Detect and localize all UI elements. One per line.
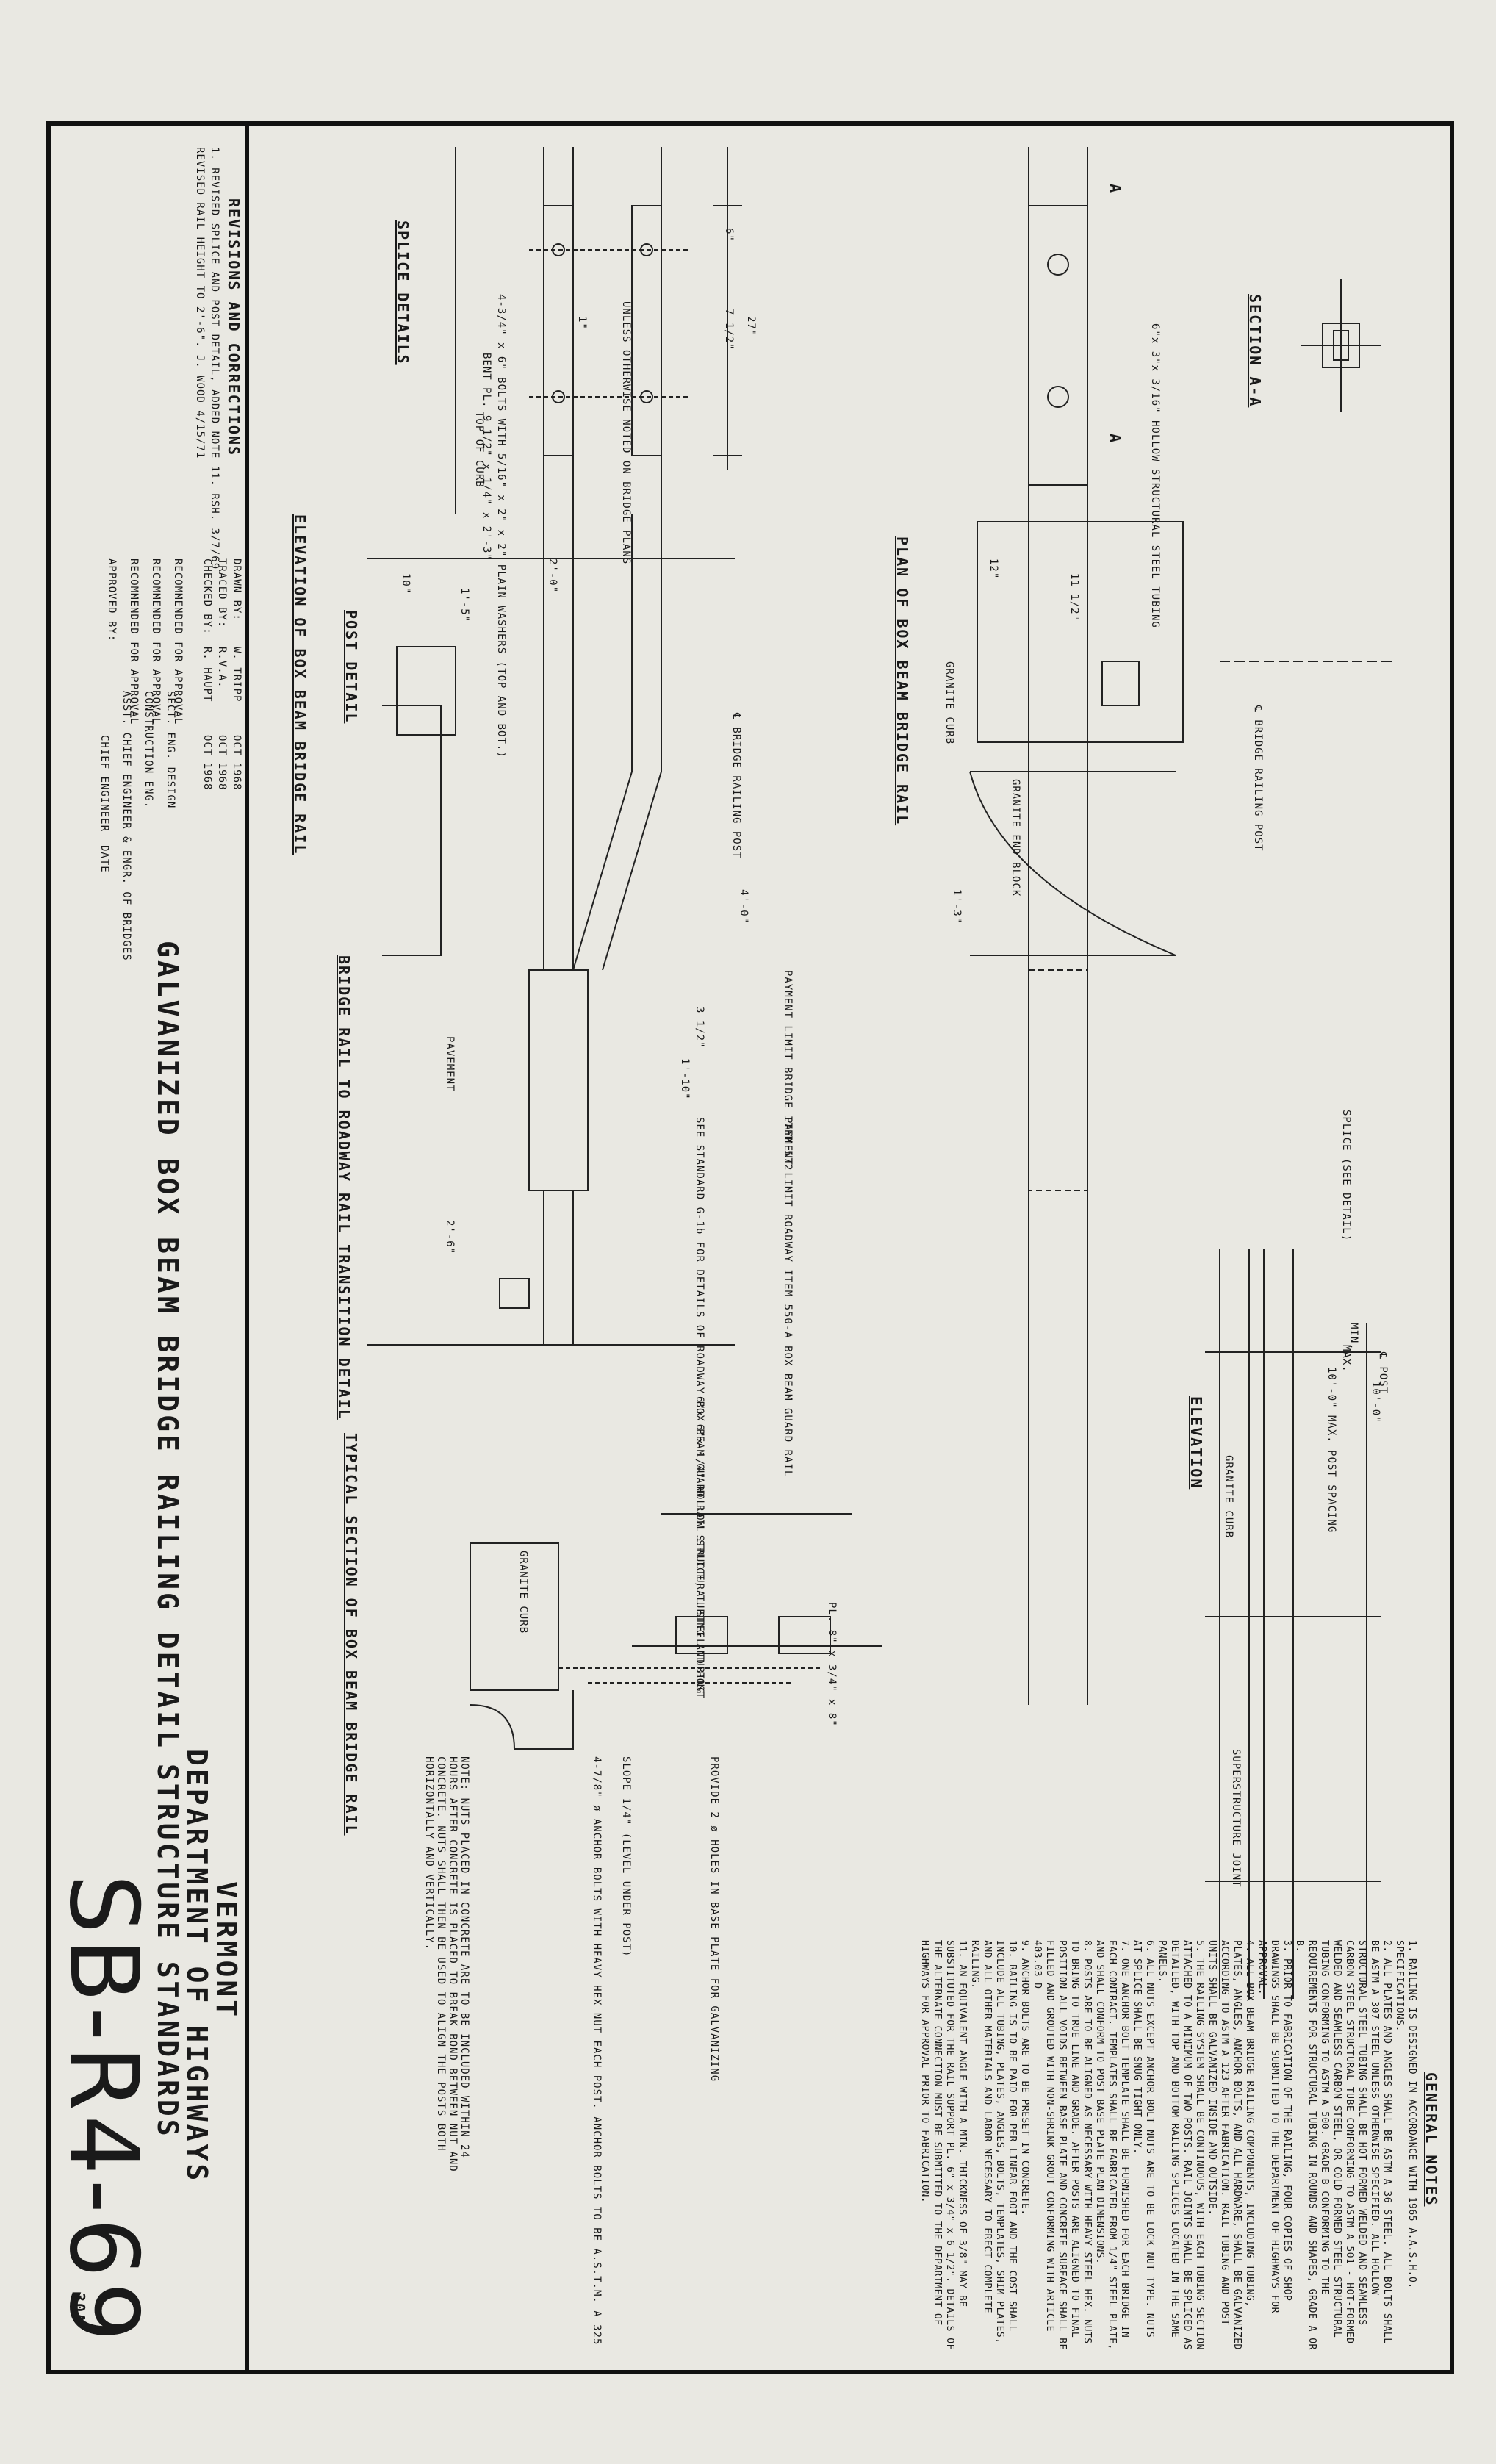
plan-drawing (969, 147, 1396, 1705)
dim-12: 12" (988, 558, 999, 580)
hollow-tubing-label-1: 6"x 3"x 3/16" HOLLOW STRUCTURAL STEEL TU… (1149, 323, 1161, 628)
approved-by-label: APPROVED BY: (106, 558, 118, 642)
section-a-mark: A (1107, 184, 1124, 195)
dim-2-6: 2'-6" (444, 1220, 456, 1255)
splice-details-title: SPLICE DETAILS (394, 220, 411, 365)
granite-end-block-label: GRANITE END BLOCK (1010, 779, 1021, 897)
general-notes-list: 1. RAILING IS DESIGNED IN ACCORDANCE WIT… (918, 1940, 1418, 2352)
agency-line-1: VERMONT (210, 1881, 242, 2020)
date-label: DATE (98, 845, 110, 873)
post-detail-title: POST DETAIL (342, 610, 360, 724)
dim-6: 6" (723, 228, 735, 242)
note-4: 4. ALL BOX BEAM BRIDGE RAILING COMPONENT… (1206, 1940, 1255, 2350)
dim-27: 27" (745, 316, 757, 337)
top-of-curb-label: TOP OF CURB (473, 412, 485, 488)
splice-bolts-label: 4-3/4" x 6" BOLTS WITH 5/16" x 2" x 2" P… (495, 294, 507, 758)
note-10: 10. RAILING IS TO BE PAID FOR PER LINEAR… (969, 1940, 1018, 2344)
dim-11: 11 1/2" (1068, 573, 1080, 622)
role-3: ASST. CHIEF ENGINEER & ENGR. OF BRIDGES (121, 691, 132, 961)
transition-drawing (367, 514, 735, 1346)
general-notes-heading: GENERAL NOTES (1423, 2072, 1440, 2207)
typical-section-drawing (470, 1513, 882, 1750)
cast-nut-note: NOTE: NUTS PLACED IN CONCRETE ARE TO BE … (423, 1756, 470, 2172)
granite-curb-label-2: GRANITE CURB (1223, 1455, 1234, 1539)
superstructure-joint-label: SUPERSTRUCTURE JOINT (1230, 1749, 1242, 1888)
dim-1: 1" (576, 316, 588, 330)
revision-1: 1. REVISED SPLICE AND POST DETAIL, ADDED… (209, 147, 220, 570)
pl-8-label: PL. 8" x 3/4" x 8" (826, 1602, 838, 1727)
note-7: 7. ONE ANCHOR BOLT TEMPLATE SHALL BE FUR… (1094, 1940, 1130, 2350)
bridge-railing-post-label: ℄ BRIDGE RAILING POST (1252, 705, 1264, 852)
plan-title: PLAN OF BOX BEAM BRIDGE RAIL (893, 536, 911, 826)
section-aa-title: SECTION A-A (1246, 294, 1264, 408)
section-aa-drawing (1301, 279, 1381, 412)
dim-3-5: 3 1/2" (694, 1007, 705, 1049)
checked-date: OCT 1968 (201, 735, 213, 791)
role-2: CONSTRUCTION ENG. (143, 691, 154, 809)
drawn-by: W. TRIPP (231, 647, 242, 703)
revisions-heading: REVISIONS AND CORRECTIONS (225, 198, 242, 457)
anchor-bolts-label: 4-7/8" ø ANCHOR BOLTS WITH HEAVY HEX NUT… (591, 1756, 603, 2346)
checked-by: R. HAUPT (201, 647, 213, 703)
note-5: 5. THE RAILING SYSTEM SHALL BE CONTINUOU… (1157, 1940, 1205, 2350)
pay-limit-2-label: PAYMENT LIMIT ROADWAY ITEM 550-A BOX BEA… (782, 1117, 794, 1478)
traced-by: R.V.A. (216, 647, 228, 689)
corner-mark: 30A (71, 2293, 88, 2324)
slope-label: SLOPE 1/4" (LEVEL UNDER POST) (620, 1756, 632, 1958)
role-4: CHIEF ENGINEER (98, 735, 110, 833)
dim-1-5: 1'-5" (458, 588, 470, 623)
drawn-by-label: DRAWN BY: (231, 558, 242, 621)
agency-line-2: DEPARTMENT OF HIGHWAYS (181, 1749, 213, 2184)
revision-2: REVISED RAIL HEIGHT TO 2'-6". J. WOOD 4/… (194, 147, 206, 459)
dim-4-0: 4'-0" (738, 889, 749, 924)
dim-2-0: 2'-0" (547, 558, 558, 594)
drawn-date: OCT 1968 (231, 735, 242, 791)
bridge-railing-post-label-2: ℄ BRIDGE RAILING POST (730, 713, 742, 859)
note-1: 1. RAILING IS DESIGNED IN ACCORDANCE WIT… (1394, 1940, 1417, 2289)
dim-7-5: 7 1/2" (723, 309, 735, 351)
note-2: 2. ALL PLATES AND ANGLES SHALL BE ASTM A… (1294, 1940, 1392, 2350)
note-11: 11. AN EQUIVALENT ANGLE WITH A MIN. THIC… (919, 1940, 968, 2350)
typical-section-title: TYPICAL SECTION OF BOX BEAM BRIDGE RAIL (342, 1433, 360, 1836)
drawing-title: GALVANIZED BOX BEAM BRIDGE RAILING DETAI… (151, 941, 184, 1750)
dim-10: 10" (400, 573, 411, 595)
note-8: 8. POSTS ARE TO BE ALIGNED AS NECESSARY … (1032, 1940, 1093, 2350)
elevation-box-title: ELEVATION OF BOX BEAM BRIDGE RAIL (291, 514, 309, 855)
note-3: 3. PRIOR TO FABRICATION OF THE RAILING, … (1256, 1940, 1292, 2313)
elevation-drawing (1205, 1249, 1381, 1999)
dim-min: MIN. (1348, 1323, 1359, 1351)
pavement-label: PAVEMENT (444, 1036, 456, 1092)
see-standard-label: SEE STANDARD G-1b FOR DETAILS OF ROADWAY… (694, 1117, 705, 1700)
sheet-number: SB-R4-69 (48, 1874, 158, 2346)
granite-curb-label: GRANITE CURB (943, 661, 955, 745)
splice-detail-drawing (455, 147, 742, 514)
splice-see-detail-label: SPLICE (SEE DETAIL) (1340, 1110, 1352, 1242)
unless-otherwise-label: UNLESS OTHERWISE NOTED ON BRIDGE PLANS (620, 301, 632, 565)
max-post-spacing-label: 10'-0" MAX. POST SPACING (1326, 1367, 1337, 1534)
provide-holes-label: PROVIDE 2 ø HOLES IN BASE PLATE FOR GALV… (708, 1756, 720, 2083)
note-9: 9. ANCHOR BOLTS ARE TO BE PRESET IN CONC… (1019, 1940, 1030, 2216)
dim-1-10: 1'-10" (679, 1058, 691, 1100)
transition-title: BRIDGE RAIL TO ROADWAY RAIL TRANSITION D… (335, 955, 353, 1420)
checked-by-label: CHECKED BY: (201, 558, 213, 635)
traced-date: OCT 1968 (216, 735, 228, 791)
elevation-title: ELEVATION (1187, 1396, 1205, 1490)
dim-1-3: 1'-3" (951, 889, 963, 924)
section-a-mark-2: A (1107, 434, 1124, 445)
traced-by-label: TRACED BY: (216, 558, 228, 628)
role-1: SECT. ENG. DESIGN (165, 691, 176, 809)
note-6: 6. ALL NUTS EXCEPT ANCHOR BOLT NUTS ARE … (1132, 1940, 1155, 2338)
dim-10-0: 10'-0" (1370, 1382, 1381, 1423)
granite-curb-label-3: GRANITE CURB (517, 1551, 529, 1634)
